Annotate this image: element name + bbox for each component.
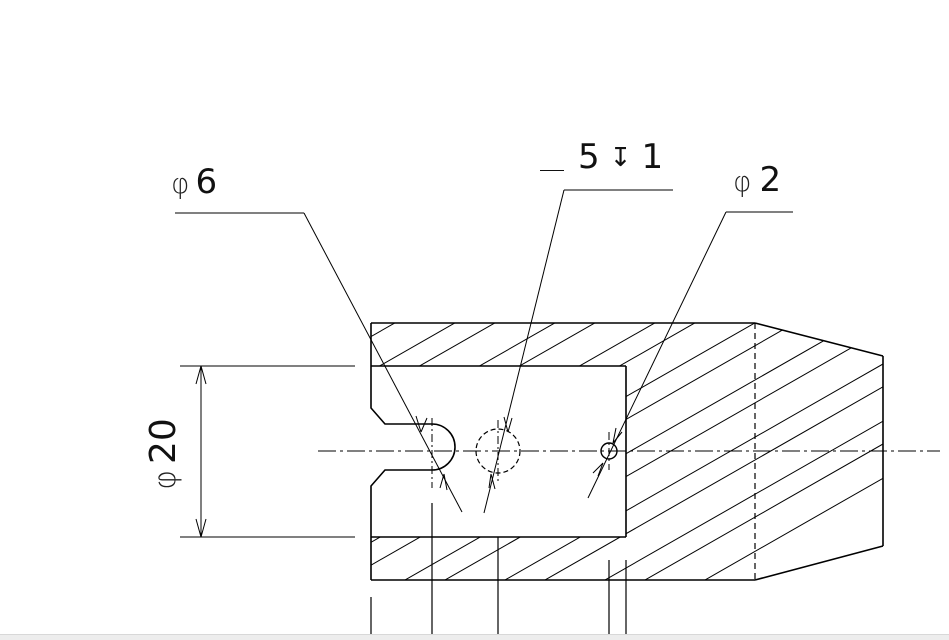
diameter-value: 20 — [142, 418, 184, 465]
hole-center-marks — [431, 418, 610, 488]
slot-profile — [370, 366, 456, 537]
depth-value: 1 — [641, 137, 664, 177]
diameter-value: 2 — [759, 160, 782, 200]
projection-lines — [370, 503, 627, 640]
counterbore-leader-dash — [540, 140, 564, 171]
depth-icon: ↧ — [609, 143, 632, 173]
leader-d6 — [175, 212, 463, 513]
diameter-symbol: φ — [733, 165, 752, 198]
diameter-symbol: φ — [171, 167, 190, 200]
dimension-d20 — [180, 365, 355, 538]
counterbore-value: 5 — [578, 137, 600, 177]
diameter-symbol: φ — [147, 470, 183, 490]
part-outline — [370, 322, 884, 581]
label-outer-diameter-20: φ 20 — [142, 418, 184, 490]
label-counterbore: 5 ↧ 1 — [540, 140, 663, 174]
leader-d2 — [587, 211, 793, 499]
leader-counterbore — [483, 189, 673, 514]
bottom-scrollbar-strip — [0, 634, 949, 640]
diameter-value: 6 — [195, 162, 218, 202]
